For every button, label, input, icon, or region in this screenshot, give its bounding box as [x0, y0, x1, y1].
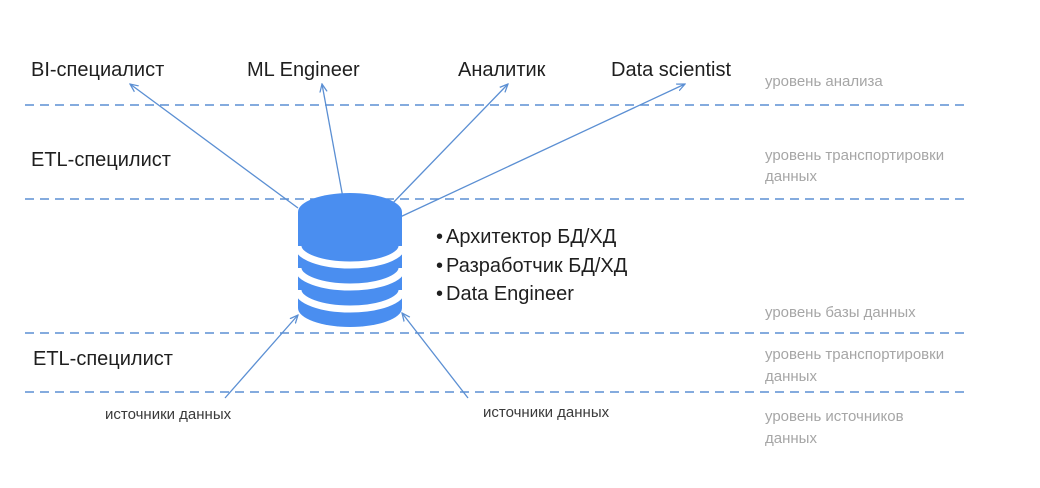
- level-labels: уровень анализа уровень транспортировки …: [765, 73, 948, 447]
- arrow-from-source-left: [224, 315, 298, 399]
- level-transport-top-line1: уровень транспортировки: [765, 147, 944, 164]
- arrow-from-source-right: [402, 313, 469, 399]
- arrows-from-sources: [224, 313, 469, 399]
- level-separators: [25, 104, 965, 393]
- level-transport-bottom: уровень транспортировки данных: [765, 346, 948, 385]
- analysis-roles: BI-специалист ML Engineer Аналитик Data …: [31, 59, 731, 81]
- arrow-to-data-scientist: [397, 84, 685, 219]
- level-analysis: уровень анализа: [765, 73, 883, 90]
- bullet: •: [436, 255, 443, 277]
- role-bi-specialist: BI-специалист: [31, 59, 164, 81]
- role-etl-bottom: ETL-специлист: [33, 348, 173, 370]
- role-data-scientist: Data scientist: [611, 59, 731, 81]
- database-role-label: Разработчик БД/ХД: [446, 255, 628, 277]
- level-sources-line1: уровень источников: [765, 408, 904, 425]
- database-role-developer: •Разработчик БД/ХД: [436, 255, 628, 277]
- source-right: источники данных: [483, 404, 610, 421]
- level-sources-line2: данных: [765, 430, 817, 447]
- database-role-label: Архитектор БД/ХД: [446, 226, 617, 248]
- level-transport-top: уровень транспортировки данных: [765, 147, 948, 185]
- role-analyst: Аналитик: [458, 59, 546, 81]
- arrow-to-ml: [322, 84, 344, 199]
- role-etl-top: ETL-специлист: [31, 149, 171, 171]
- database-role-architect: •Архитектор БД/ХД: [436, 226, 617, 248]
- database-role-label: Data Engineer: [446, 283, 574, 305]
- database-role-data-engineer: •Data Engineer: [436, 283, 574, 305]
- level-transport-bottom-line2: данных: [765, 368, 817, 385]
- level-transport-bottom-line1: уровень транспортировки: [765, 346, 944, 363]
- database-roles-list: •Архитектор БД/ХД •Разработчик БД/ХД •Da…: [436, 226, 628, 305]
- database-icon: [294, 193, 406, 327]
- arrow-to-analyst: [389, 84, 508, 207]
- role-ml-engineer: ML Engineer: [247, 59, 360, 81]
- level-transport-top-line2: данных: [765, 168, 817, 185]
- bullet: •: [436, 283, 443, 305]
- arrows-to-roles: [130, 84, 685, 219]
- level-sources: уровень источников данных: [765, 408, 908, 447]
- level-database: уровень базы данных: [765, 304, 916, 321]
- arrow-to-bi: [130, 84, 299, 209]
- bullet: •: [436, 226, 443, 248]
- source-left: источники данных: [105, 406, 232, 423]
